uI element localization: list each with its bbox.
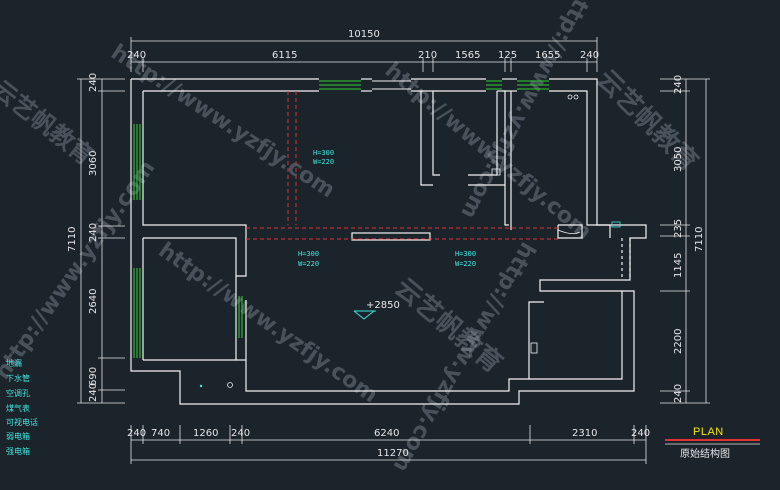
dim-top-6: 1655 [535, 50, 560, 61]
dim-left-3: 240 [88, 223, 99, 242]
dim-bottom-7: 240 [631, 428, 650, 439]
dim-top-5: 125 [498, 50, 517, 61]
dim-top-3: 210 [418, 50, 437, 61]
dim-left-4: 2640 [88, 289, 99, 314]
legend-strong-current-box: 强电箱 [6, 447, 30, 456]
dim-left-1: 240 [88, 73, 99, 92]
walls [130, 78, 647, 405]
dim-right-3: 235 [673, 219, 684, 238]
top-dimension-lines [130, 37, 598, 72]
dim-bottom-6: 2310 [572, 428, 597, 439]
dim-bottom-total: 11270 [377, 448, 409, 459]
dim-top-4: 1565 [455, 50, 480, 61]
plan-title-underline [665, 439, 760, 445]
dim-top-2: 6115 [272, 50, 297, 61]
beam-annotation-h: H=300 [313, 149, 334, 157]
dim-right-4: 1145 [673, 253, 684, 278]
plan-title: PLAN [693, 426, 724, 438]
dim-top-total: 10150 [348, 29, 380, 40]
level-text: +2850 [366, 300, 400, 311]
dim-bottom-1: 240 [127, 428, 146, 439]
dim-bottom-5: 6240 [374, 428, 399, 439]
dim-right-5: 2200 [673, 329, 684, 354]
beam-annotation-w: W=220 [298, 260, 319, 268]
beam-annotation-h: H=300 [455, 250, 476, 258]
windows [133, 80, 549, 358]
dim-top-7: 240 [580, 50, 599, 61]
right-dimension-texts: 240 3050 235 1145 2200 240 7110 [673, 75, 705, 403]
bottom-dimension-lines [130, 425, 647, 464]
beam-annotation-h: H=300 [298, 250, 319, 258]
left-dimension-lines [77, 78, 125, 404]
dim-left-5: 690 [88, 367, 99, 386]
legend-ac-hole: 空调孔 [6, 389, 30, 398]
right-dimension-lines [660, 78, 710, 404]
dim-right-total: 7110 [694, 227, 705, 252]
dim-right-2: 3050 [673, 147, 684, 172]
dim-bottom-4: 240 [231, 428, 250, 439]
level-marker [353, 310, 376, 320]
dim-left-6: 240 [88, 383, 99, 402]
plan-subtitle: 原始结构图 [680, 449, 730, 460]
legend-floor-drain: 地漏 [6, 359, 22, 368]
beam-annotation-w: W=220 [313, 158, 334, 166]
dim-left-total: 7110 [67, 227, 78, 252]
dim-left-2: 3060 [88, 151, 99, 176]
beam-annotation-w: W=220 [455, 260, 476, 268]
beams [246, 91, 558, 240]
legend-weak-current-box: 弱电箱 [6, 432, 30, 441]
dim-bottom-3: 1260 [193, 428, 218, 439]
left-dimension-texts: 240 3060 240 2640 690 240 7110 [67, 73, 99, 402]
fixtures [199, 94, 621, 388]
dim-right-1: 240 [673, 75, 684, 94]
legend-video-phone: 可视电话 [6, 418, 38, 427]
dim-bottom-2: 740 [151, 428, 170, 439]
legend-drain-pipe: 下水管 [6, 374, 30, 383]
legend-gas-meter: 煤气表 [6, 404, 30, 413]
dim-right-6: 240 [673, 384, 684, 403]
dim-top-1: 240 [127, 50, 146, 61]
